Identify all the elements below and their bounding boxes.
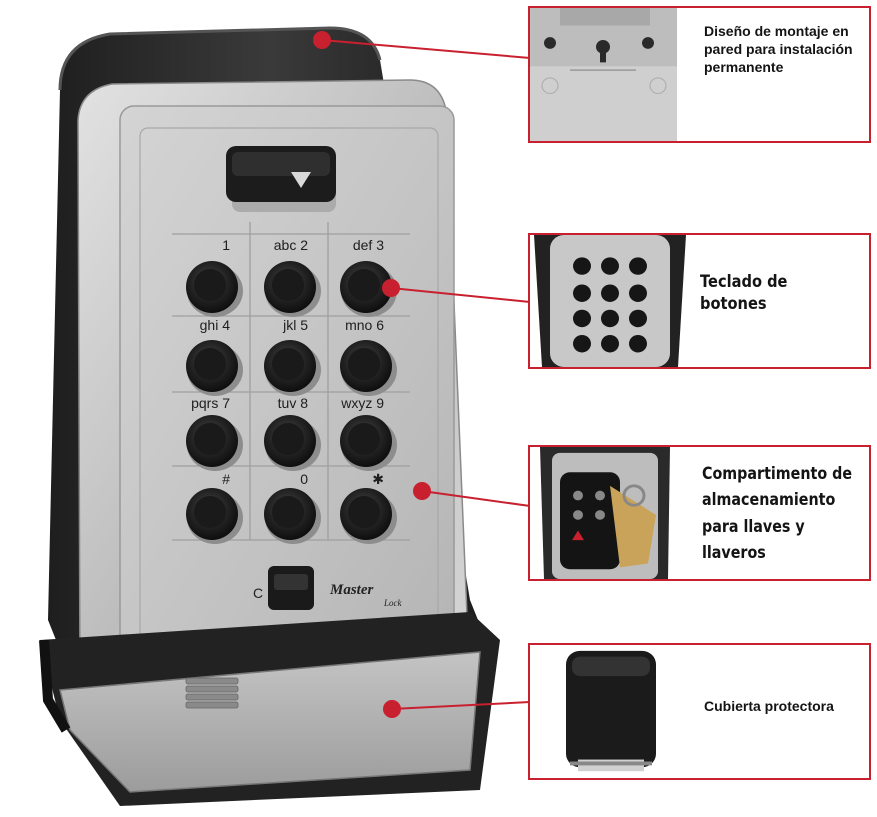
callout-wall-mount: Diseño de montaje en pared para instalac… bbox=[528, 6, 871, 143]
thumb-keypad-button bbox=[629, 284, 647, 302]
callout-cover: Cubierta protectora bbox=[528, 643, 871, 780]
storage-caption: Compartimento de almacenamiento para lla… bbox=[702, 464, 853, 564]
wall-mount-thumbnail bbox=[530, 8, 677, 141]
keypad-key[interactable]: tuv 8 bbox=[264, 395, 321, 471]
keypad-caption: Teclado de botones bbox=[700, 272, 788, 315]
clear-key-label: C bbox=[253, 585, 263, 601]
keypad-key-label: ghi 4 bbox=[200, 317, 231, 333]
keypad-key[interactable]: pqrs 7 bbox=[186, 395, 243, 471]
thumb-keypad-button bbox=[601, 334, 619, 353]
keypad-key[interactable]: # bbox=[186, 471, 243, 544]
keypad-key[interactable]: abc 2 bbox=[264, 237, 321, 317]
keypad-key[interactable]: def 3 bbox=[340, 237, 397, 317]
callout-keypad: Teclado de botones bbox=[528, 233, 871, 369]
keypad-key-label: jkl 5 bbox=[282, 317, 308, 333]
keypad-key-label: wxyz 9 bbox=[340, 395, 384, 411]
keypad-key-label: 0 bbox=[300, 471, 308, 487]
thumb-keypad-button bbox=[573, 309, 591, 328]
keypad-key[interactable]: mno 6 bbox=[340, 317, 397, 396]
cover-caption: Cubierta protectora bbox=[704, 698, 834, 714]
thumb-keypad-button bbox=[573, 257, 591, 275]
protective-cover bbox=[59, 651, 481, 793]
keypad-key-label: mno 6 bbox=[345, 317, 384, 333]
keypad-buttons: 1 abc 2 def 3 ghi 4 jkl 5 mno 6 pqrs 7 tuv 8 wxy… bbox=[186, 237, 397, 544]
cover-thumbnail bbox=[530, 645, 680, 778]
keypad-key-label: tuv 8 bbox=[278, 395, 309, 411]
thumb-keypad-button bbox=[629, 309, 647, 328]
thumb-keypad-button bbox=[601, 309, 619, 328]
thumb-keypad-button bbox=[573, 284, 591, 302]
thumb-keypad-button bbox=[629, 334, 647, 353]
keypad-thumbnail bbox=[530, 235, 690, 367]
keypad-key[interactable]: 0 bbox=[264, 471, 321, 544]
keypad-key-label: # bbox=[222, 471, 230, 487]
callout-storage: Compartimento de almacenamiento para lla… bbox=[528, 445, 871, 581]
keypad-key[interactable]: 1 bbox=[186, 237, 243, 317]
brand-logo-lock: Lock bbox=[383, 598, 403, 608]
wall-mount-caption: Diseño de montaje en pared para instalac… bbox=[704, 23, 853, 76]
keypad-key[interactable]: jkl 5 bbox=[264, 317, 321, 396]
thumb-keypad-button bbox=[601, 257, 619, 275]
keypad-key-label: abc 2 bbox=[274, 237, 308, 253]
keypad-key-label: 1 bbox=[222, 237, 230, 253]
brand-logo-master: Master bbox=[329, 582, 374, 598]
storage-thumbnail bbox=[530, 447, 678, 579]
keypad-key-label: ✱ bbox=[372, 471, 384, 487]
thumb-keypad-button bbox=[601, 284, 619, 302]
thumb-keypad-button bbox=[629, 257, 647, 275]
keypad-key[interactable]: ✱ bbox=[340, 471, 397, 544]
keypad-key[interactable]: wxyz 9 bbox=[340, 395, 397, 471]
keypad-key[interactable]: ghi 4 bbox=[186, 317, 243, 396]
arrow-down-icon bbox=[291, 172, 311, 188]
thumb-keypad-button bbox=[573, 334, 591, 353]
keypad-key-label: pqrs 7 bbox=[191, 395, 230, 411]
keypad-key-label: def 3 bbox=[353, 237, 384, 253]
